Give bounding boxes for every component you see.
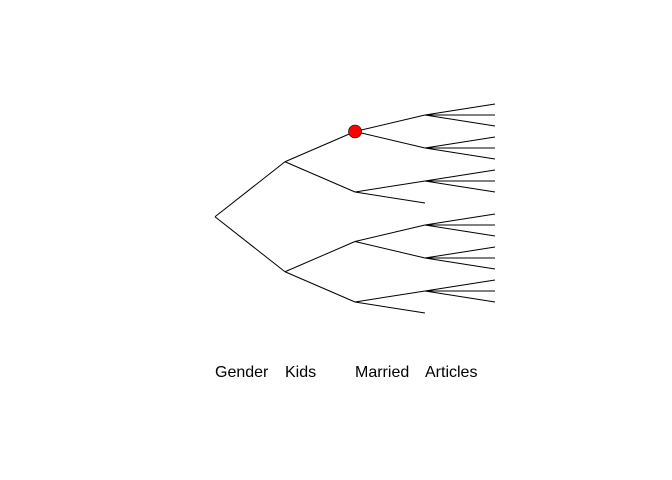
tree-edge-0-0-0-0 bbox=[424, 103, 496, 116]
tree-edge-1-0 bbox=[284, 241, 356, 273]
tree-edge-1-1 bbox=[284, 271, 356, 303]
tree-edge-0 bbox=[214, 161, 286, 218]
tree-edge-0-1 bbox=[284, 161, 356, 193]
tree-edge-0-0-0 bbox=[354, 114, 426, 132]
tree-edge-1-1-0-0 bbox=[424, 279, 496, 292]
tree-edge-0-1-0-2 bbox=[424, 180, 496, 193]
level-labels: Gender Kids Married Articles bbox=[215, 364, 477, 381]
tree-nodes bbox=[348, 124, 362, 139]
tree-edge-0-0-0-2 bbox=[424, 114, 496, 127]
tree-edge-1-0-0 bbox=[354, 224, 426, 242]
tree-edge-1-0-1 bbox=[354, 241, 426, 259]
tree-edge-0-1-0-0 bbox=[424, 169, 496, 182]
tree-edge-1-1-0 bbox=[354, 290, 426, 303]
tree-edge-0-0-1 bbox=[354, 131, 426, 149]
tree-edge-1-0-0-2 bbox=[424, 224, 496, 237]
level-label-gender: Gender bbox=[215, 364, 269, 381]
tree-edge-0-0-1-0 bbox=[424, 136, 496, 149]
tree-edges bbox=[214, 103, 496, 314]
tree-edge-1-0-1-0 bbox=[424, 246, 496, 259]
tree-edge-1-1-1 bbox=[354, 301, 426, 314]
level-label-articles: Articles bbox=[425, 364, 477, 381]
tree-edge-1-0-0-0 bbox=[424, 213, 496, 226]
tree-edge-1 bbox=[214, 216, 286, 273]
tree-edge-1-0-1-2 bbox=[424, 257, 496, 270]
level-label-married: Married bbox=[355, 364, 409, 381]
highlighted-node bbox=[348, 124, 362, 139]
tree-edge-0-1-1 bbox=[354, 191, 426, 204]
tree-edge-0-0-1-2 bbox=[424, 147, 496, 160]
level-label-kids: Kids bbox=[285, 364, 316, 381]
tree-edge-1-1-0-2 bbox=[424, 290, 496, 303]
tree-edge-0-1-0 bbox=[354, 180, 426, 193]
tree-edge-0-0 bbox=[284, 131, 356, 163]
